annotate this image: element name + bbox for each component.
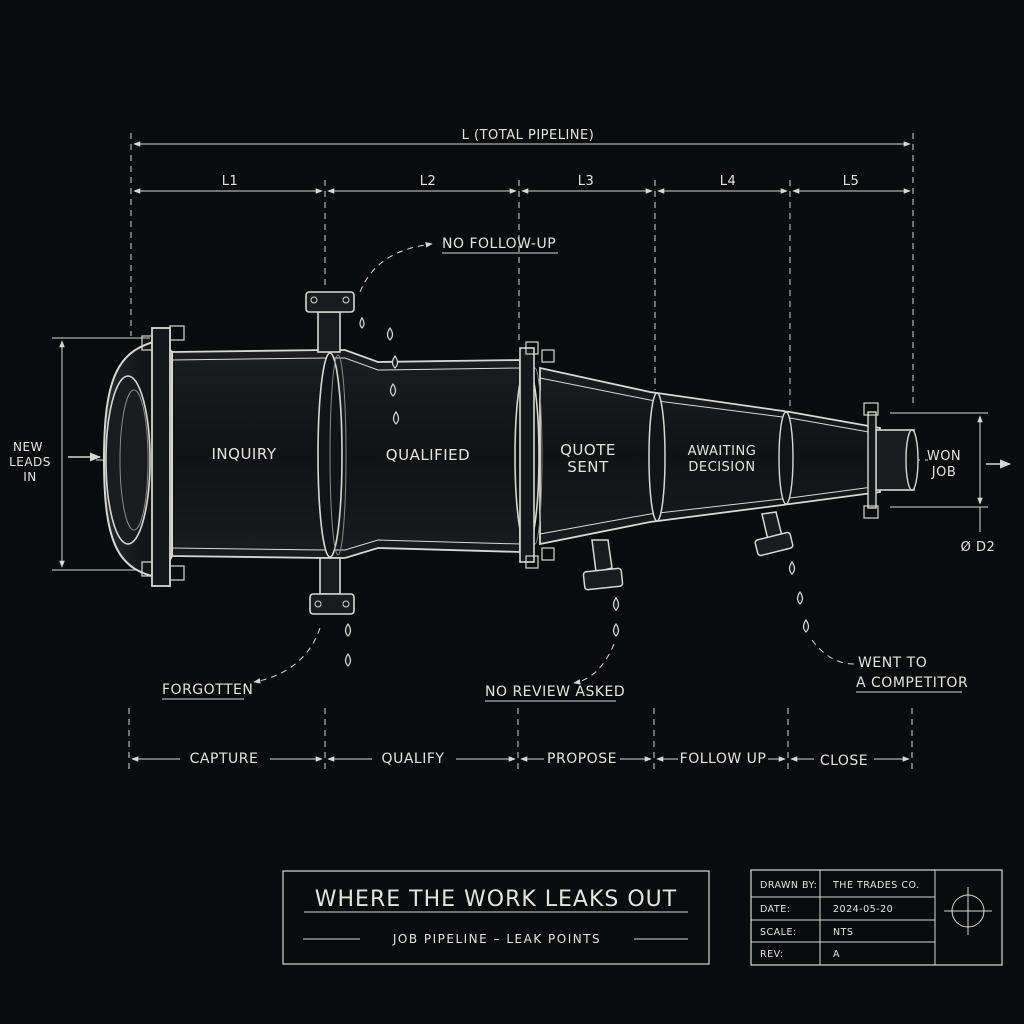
- projection-symbol-icon: [944, 887, 992, 935]
- segment-label-l1: L1: [222, 174, 239, 189]
- phase-label-close: CLOSE: [820, 753, 868, 769]
- leak-port-top: [305, 291, 355, 353]
- stage-label-inquiry: INQUIRY: [212, 445, 277, 463]
- leak-port-bottom-right: [754, 511, 794, 557]
- svg-text:IN: IN: [23, 470, 37, 484]
- segment-label-l2: L2: [420, 174, 437, 189]
- date-value: 2024-05-20: [833, 904, 893, 915]
- segment-label-l4: L4: [720, 174, 737, 189]
- leak-label-forgotten: FORGOTTEN: [162, 682, 253, 698]
- info-table: DRAWN BY: THE TRADES CO. DATE: 2024-05-2…: [750, 869, 1003, 966]
- rev-label: REV:: [760, 949, 784, 960]
- diameter-label: Ø D2: [961, 540, 996, 555]
- leak-port-bottom-left: [309, 557, 355, 615]
- svg-text:LEADS: LEADS: [9, 455, 51, 469]
- rev-value: A: [833, 949, 840, 960]
- leak-label-competitor-2: A COMPETITOR: [856, 675, 968, 691]
- phase-dimensions: CAPTURE QUALIFY PROPOSE FOLLOW UP CLOSE: [128, 708, 913, 772]
- svg-text:JOB: JOB: [931, 465, 957, 480]
- phase-label-capture: CAPTURE: [190, 751, 259, 767]
- leak-label-no-follow-up: NO FOLLOW-UP: [442, 236, 556, 252]
- leak-callouts: [253, 241, 855, 685]
- leak-port-bottom-mid: [582, 539, 624, 591]
- scale-label: SCALE:: [760, 927, 797, 938]
- segment-label-l5: L5: [843, 174, 860, 189]
- drawn-by-label: DRAWN BY:: [760, 880, 817, 891]
- phase-label-follow-up: FOLLOW UP: [680, 751, 767, 767]
- stage-label-qualified: QUALIFIED: [386, 446, 470, 464]
- input-label: NEW LEADS IN: [9, 440, 102, 484]
- date-label: DATE:: [760, 904, 790, 915]
- svg-text:NEW: NEW: [13, 440, 43, 454]
- title-box: WHERE THE WORK LEAKS OUT JOB PIPELINE – …: [282, 870, 710, 965]
- scale-value: NTS: [833, 927, 853, 938]
- leak-label-no-review-asked: NO REVIEW ASKED: [485, 684, 625, 700]
- segment-label-l3: L3: [578, 174, 595, 189]
- output-label: WON JOB: [927, 449, 1012, 480]
- drawn-by-value: THE TRADES CO.: [832, 880, 920, 891]
- phase-label-qualify: QUALIFY: [382, 751, 445, 767]
- dimension-lines: L (TOTAL PIPELINE) L1 L2 L3 L4 L5 Ø D2: [52, 128, 996, 571]
- diagram-subtitle: JOB PIPELINE – LEAK POINTS: [392, 932, 601, 946]
- leak-droplets: [344, 316, 810, 667]
- phase-label-propose: PROPOSE: [547, 751, 617, 767]
- pipe-body: [102, 325, 919, 587]
- svg-text:WON: WON: [927, 449, 961, 464]
- leak-label-competitor-1: WENT TO: [858, 655, 927, 671]
- leak-labels: NO FOLLOW-UP FORGOTTEN NO REVIEW ASKED W…: [162, 236, 968, 702]
- diagram-title: WHERE THE WORK LEAKS OUT: [315, 887, 677, 912]
- total-dimension-label: L (TOTAL PIPELINE): [462, 128, 595, 143]
